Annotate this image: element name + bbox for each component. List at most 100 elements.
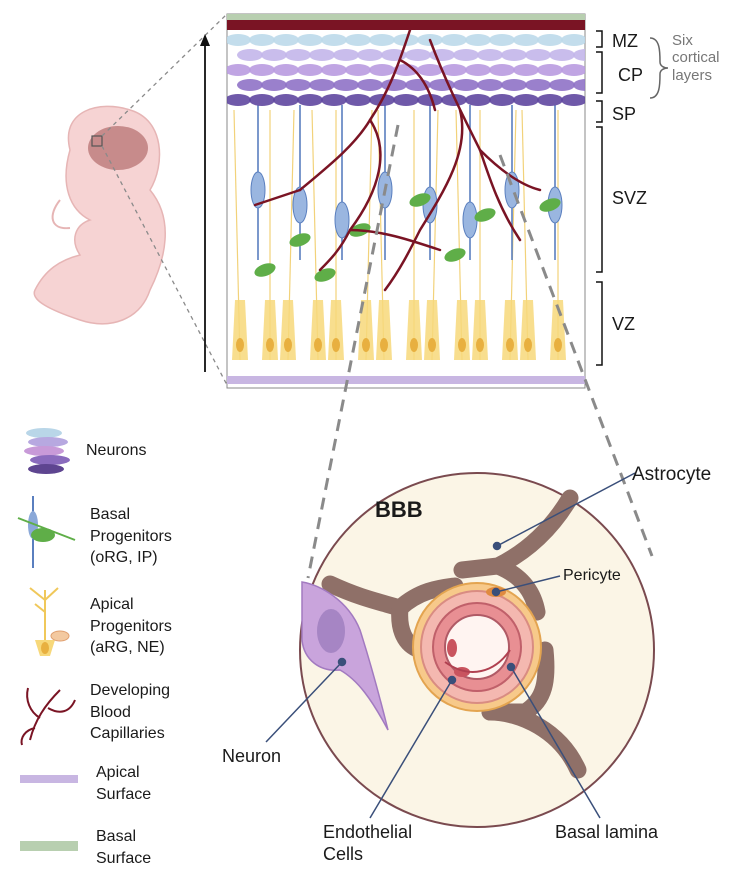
neuron-row-cell [297, 64, 323, 76]
neuron-row-cell [441, 94, 467, 106]
neuron-row-cell [345, 64, 371, 76]
neuron-row-cell [525, 79, 551, 91]
intermediate-progenitor [539, 198, 561, 212]
neuron-row-cell [465, 34, 491, 46]
neuron-row-cell [345, 94, 371, 106]
intermediate-progenitor [289, 233, 311, 247]
apical-nucleus [332, 338, 340, 352]
neurons-legend-icon [24, 428, 70, 474]
intermediate-progenitor [444, 248, 466, 262]
arrow-head-icon [200, 34, 210, 46]
neuron-row-cell [441, 64, 467, 76]
apical-nucleus [314, 338, 322, 352]
legend-blood-capillaries: Developing Blood Capillaries [90, 682, 171, 743]
apical-progenitor-legend-icon [29, 587, 70, 656]
neuron-row-cell [321, 64, 347, 76]
neuron-row-cell [513, 94, 539, 106]
pericyte-label: Pericyte [563, 567, 621, 584]
bbb-leaders [265, 472, 636, 819]
capillary-legend-icon [20, 687, 76, 746]
neuron-row-cell [237, 49, 263, 61]
neuron-row-cell [537, 64, 563, 76]
cortical-brace [649, 37, 669, 99]
apical-surface-band [227, 376, 585, 384]
basal-progenitor [334, 201, 350, 239]
apical-nucleus [476, 338, 484, 352]
neuron-row-cell [465, 64, 491, 76]
basal-progenitor [292, 186, 308, 224]
neuron-row-cell [489, 64, 515, 76]
bbb-title: BBB [375, 497, 423, 522]
neuron-row-cell [393, 94, 419, 106]
neuron-row-cell [297, 94, 323, 106]
neuron-row-cell [573, 49, 585, 61]
neuron-row-cell [333, 49, 359, 61]
neuron-row-cell [237, 79, 263, 91]
apical-nucleus [524, 338, 532, 352]
neuron-row-cell [549, 79, 575, 91]
capillary-branch [478, 148, 542, 192]
panel-cells [227, 28, 585, 361]
zoom-line-bottom [101, 145, 228, 386]
neuron-row-cell [369, 34, 395, 46]
zoom-box [91, 135, 103, 147]
neuron-row-cell [273, 64, 299, 76]
neuron-row-cell [309, 49, 335, 61]
neuron-row-cell [321, 34, 347, 46]
apical-nucleus [458, 338, 466, 352]
zone-label-vz: VZ [612, 314, 636, 334]
legend-icons [17, 428, 78, 851]
neuron-row-cell [357, 79, 383, 91]
apical-surface-legend-icon [20, 775, 78, 783]
neuron-row-cell [345, 34, 371, 46]
zone-label-sp: SP [612, 104, 637, 124]
apical-nucleus [236, 338, 244, 352]
neuron-row-cell [417, 64, 443, 76]
cortex-panel [226, 13, 586, 389]
bbb-panel [265, 472, 655, 828]
neuron-row-cell [477, 79, 503, 91]
neuron-row-cell [525, 49, 551, 61]
zone-label-mz: MZ [612, 31, 638, 51]
intermediate-progenitor [409, 193, 431, 207]
meninges-band [227, 20, 585, 30]
neuron-row-cell [273, 94, 299, 106]
intermediate-progenitor [254, 263, 276, 277]
neuron-row-cell [417, 94, 443, 106]
neuron-row-cell [249, 34, 275, 46]
endothelial-cells-label: Endothelial Cells [323, 822, 413, 864]
basal-surface-band [227, 14, 585, 20]
neuron-row-cell [489, 34, 515, 46]
legend-basal-surface: Basal Surface [96, 828, 152, 867]
basal-lamina-label: Basal lamina [555, 822, 659, 842]
neuron-row-cell [453, 79, 479, 91]
vessel-lumen [444, 614, 510, 680]
neuron-row-cell [561, 64, 585, 76]
neuron-row-cell [489, 94, 515, 106]
apical-nucleus [410, 338, 418, 352]
neuron-label: Neuron [222, 746, 282, 766]
neuron-row-cell [261, 49, 287, 61]
legend-basal-progenitors: Basal Progenitors (oRG, IP) [90, 506, 172, 567]
legend-apical-surface: Apical Surface [96, 764, 152, 803]
neuron-row-cell [369, 64, 395, 76]
neuron-row-cell [453, 49, 479, 61]
neuron-row-cell [273, 34, 299, 46]
capillary-branch [348, 228, 442, 252]
capillary-branch [253, 188, 302, 207]
neuron-row-cell [249, 64, 275, 76]
zone-label-cp: CP [618, 65, 644, 85]
neuron-row-cell [297, 34, 323, 46]
neuron-row-cell [513, 34, 539, 46]
legend-apical-progenitors: Apical Progenitors (aRG, NE) [90, 596, 172, 657]
neuron-row-cell [285, 79, 311, 91]
neuron-row-cell [285, 49, 311, 61]
neuron-row-cell [227, 94, 251, 106]
legend-neurons: Neurons [86, 442, 147, 459]
fetal-brain [88, 126, 148, 170]
neuron-row-cell [309, 79, 335, 91]
fetus-illustration [33, 105, 166, 325]
neuron-row-cell [381, 79, 407, 91]
neuron-row-cell [227, 64, 251, 76]
